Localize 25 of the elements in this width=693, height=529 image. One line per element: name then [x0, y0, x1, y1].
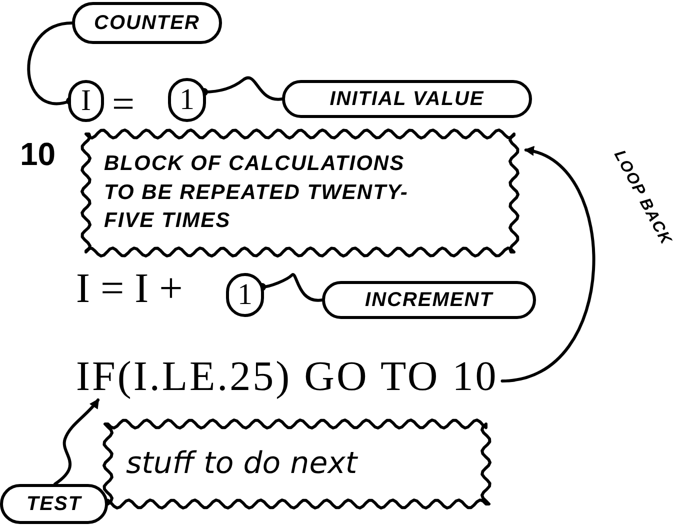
callout-pill: [72, 2, 222, 44]
node-label: TEST: [26, 494, 82, 514]
arrow: [500, 148, 596, 382]
callout-pill: [282, 80, 532, 118]
circled-value: [226, 273, 264, 317]
line-number: 10: [20, 138, 56, 170]
node-label: 1: [180, 85, 194, 115]
assignment-statement: I = I +: [76, 268, 183, 310]
node-label: 1: [238, 280, 252, 310]
node-label: COUNTER: [94, 13, 200, 33]
node-label: BLOCK OF CALCULATIONS TO BE REPEATED TWENTY-FIVE TIMES: [104, 151, 410, 234]
callout-pill: [0, 484, 108, 524]
leader-line: [54, 398, 100, 486]
callout-pill: [322, 281, 536, 319]
wavy-box: [102, 418, 492, 510]
node-label: INITIAL VALUE: [330, 89, 484, 109]
node-label: INCREMENT: [365, 290, 493, 310]
wavy-box: [80, 128, 520, 258]
circled-value: [68, 80, 104, 122]
node-label: stuff to do next: [126, 446, 358, 482]
circled-value: [168, 78, 206, 122]
leader-line: [27, 22, 74, 106]
node-label: I: [81, 86, 91, 116]
code-statement: IF(I.LE.25) GO TO 10: [76, 354, 498, 400]
equals-sign: =: [112, 84, 135, 124]
